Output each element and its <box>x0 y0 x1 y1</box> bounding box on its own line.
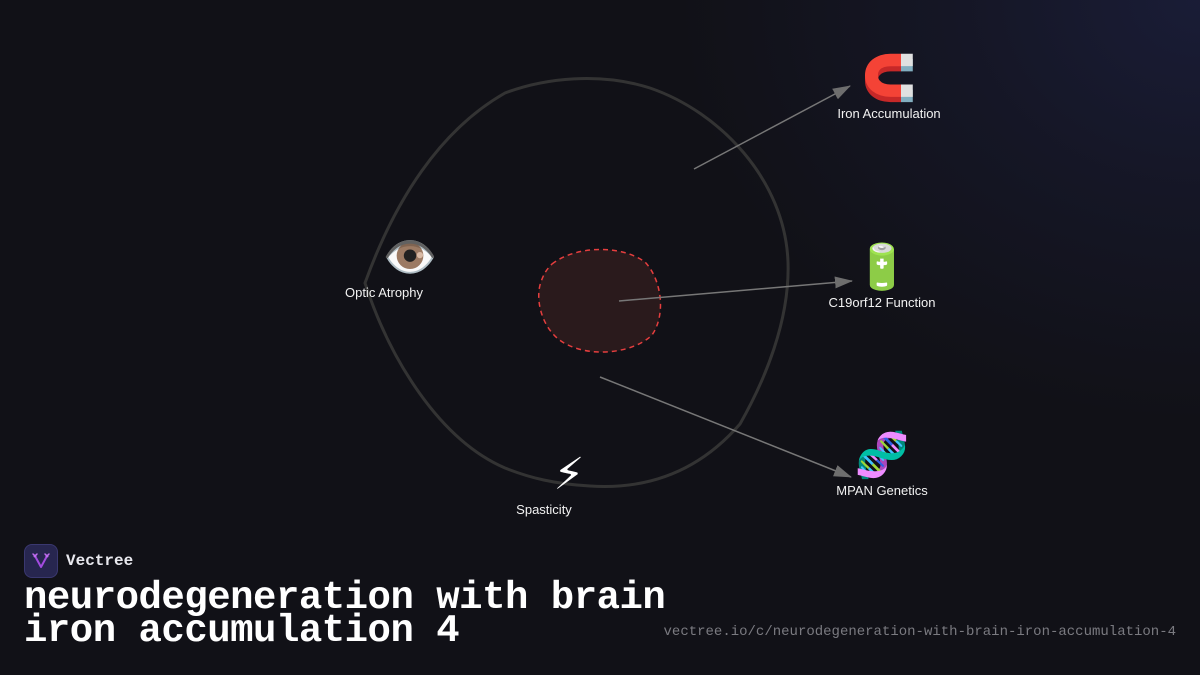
node-label: Iron Accumulation <box>837 106 941 121</box>
dna-icon: 🧬 <box>854 430 910 481</box>
page-title: neurodegeneration with brain iron accumu… <box>24 576 666 653</box>
brand: Vectree <box>24 544 133 578</box>
brand-name: Vectree <box>66 552 134 570</box>
vectree-logo-icon <box>24 544 58 578</box>
page-url[interactable]: vectree.io/c/neurodegeneration-with-brai… <box>663 624 1176 640</box>
title-line-1: neurodegeneration with brain <box>24 576 666 620</box>
node-mpan-genetics[interactable]: 🧬 MPAN Genetics <box>836 430 928 499</box>
node-spasticity[interactable]: ⚡ Spasticity <box>516 449 585 518</box>
node-label: Spasticity <box>516 502 572 517</box>
node-label: MPAN Genetics <box>836 483 928 498</box>
node-label: C19orf12 Function <box>828 295 936 310</box>
eye-icon: 👁️ <box>382 232 438 283</box>
node-label: Optic Atrophy <box>344 285 424 300</box>
lightning-icon: ⚡ <box>553 449 585 500</box>
node-iron-accumulation[interactable]: 🧲 Iron Accumulation <box>837 53 941 122</box>
cell-outline <box>363 77 790 488</box>
title-line-2: iron accumulation 4 <box>24 609 460 653</box>
nucleus-region <box>538 248 662 353</box>
battery-icon: 🔋 <box>854 242 910 293</box>
arrow-to-c19orf12-function <box>618 276 853 302</box>
arrow-to-mpan-genetics <box>599 376 852 478</box>
node-c19orf12-function[interactable]: 🔋 C19orf12 Function <box>828 242 936 311</box>
arrow-to-iron-accumulation <box>693 85 851 170</box>
magnet-icon: 🧲 <box>861 53 917 104</box>
node-optic-atrophy[interactable]: 👁️ Optic Atrophy <box>343 232 438 301</box>
